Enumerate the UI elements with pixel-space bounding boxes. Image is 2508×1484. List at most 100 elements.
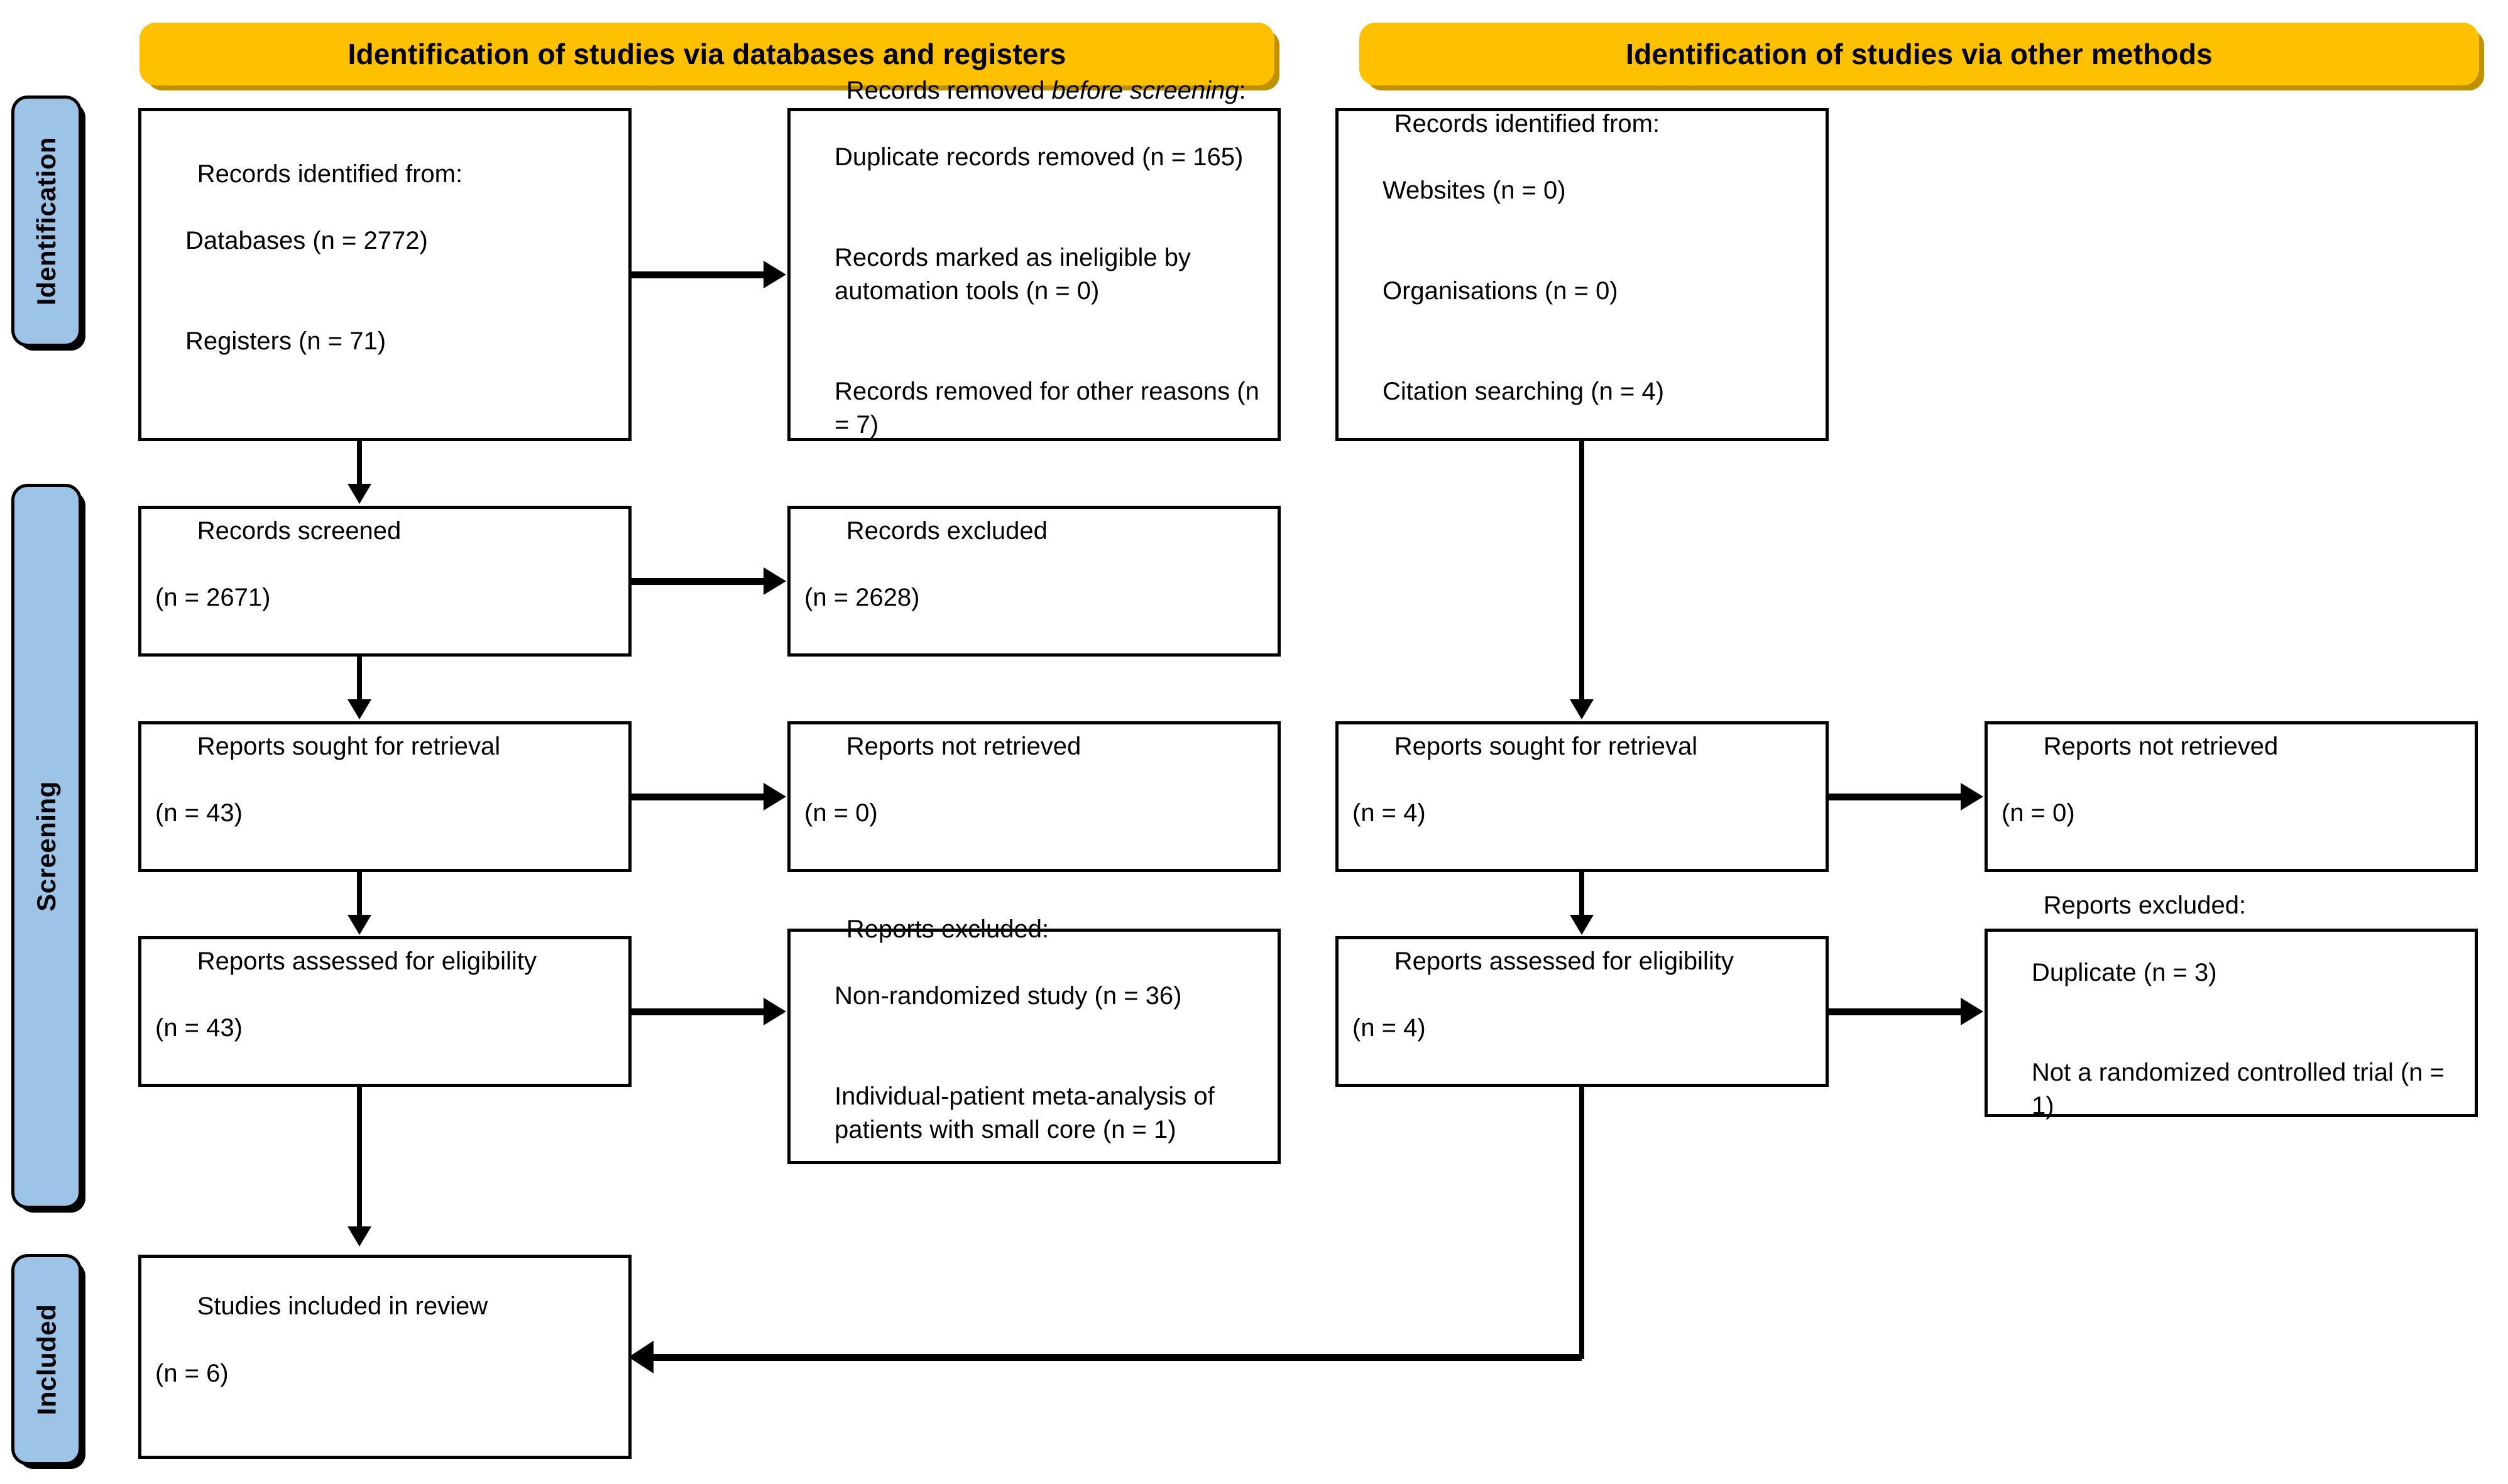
connector-sought-to-assessed-line: [357, 872, 362, 921]
stage-pill-screening: Screening: [11, 484, 82, 1209]
node-records-excluded-text: Records excluded (n = 2628): [804, 481, 1048, 681]
node-records-identified-other: Records identified from: Websites (n = 0…: [1335, 108, 1829, 441]
stage-pill-included: Included: [11, 1254, 82, 1465]
connector-screened-to-sought-line: [357, 657, 362, 706]
node-records-screened: Records screened (n = 2671): [138, 506, 632, 657]
records-identified-db-item-0: Databases (n = 2772): [185, 227, 428, 255]
node-records-identified-other-text: Records identified from: Websites (n = 0…: [1352, 74, 1664, 475]
records-identified-other-item-0: Websites (n = 0): [1383, 177, 1566, 205]
connector-sought-to-notretrieved-line: [632, 794, 764, 800]
stage-pill-identification: Identification: [11, 95, 82, 347]
connector-assessed-to-included-arrow: [348, 1226, 371, 1247]
connector-other-to-included-horizontal: [654, 1354, 1582, 1361]
node-records-identified-databases-text: Records identified from: Databases (n = …: [155, 124, 463, 425]
studies-included-line1: Studies included in review: [197, 1292, 488, 1321]
node-reports-excluded-databases: Reports excluded: Non-randomized study (…: [787, 915, 1281, 1164]
records-excluded-line1: Records excluded: [846, 516, 1048, 545]
reports-assessed-other-line2: (n = 4): [1352, 1014, 1426, 1042]
node-reports-excluded-other: Reports excluded: Duplicate (n = 3) Not …: [1985, 892, 2478, 1120]
connector-sought-to-notretrieved-arrow: [764, 783, 786, 810]
node-reports-sought-databases: Reports sought for retrieval (n = 43): [138, 721, 632, 872]
node-reports-assessed-other: Reports assessed for eligibility (n = 4): [1335, 936, 1829, 1087]
connector-identified-to-screened-arrow: [348, 484, 371, 504]
connector-assessed-other-to-excluded-arrow: [1961, 998, 1983, 1025]
connector-assessed-to-excluded-line: [632, 1008, 764, 1015]
reports-not-retrieved-db-line1: Reports not retrieved: [846, 732, 1082, 760]
banner-other-methods-label: Identification of studies via other meth…: [1626, 37, 2213, 70]
reports-excluded-other-heading: Reports excluded:: [2043, 892, 2247, 920]
records-removed-heading-plain: Records removed: [846, 76, 1052, 104]
connector-sought-to-assessed-arrow: [348, 915, 371, 935]
node-reports-assessed-db-text: Reports assessed for eligibility (n = 43…: [155, 911, 537, 1111]
reports-assessed-db-line2: (n = 43): [155, 1014, 243, 1042]
node-studies-included-text: Studies included in review (n = 6): [155, 1257, 488, 1457]
records-identified-db-heading: Records identified from:: [197, 160, 463, 188]
records-removed-heading-italic: before screening: [1051, 76, 1239, 104]
reports-not-retrieved-db-line2: (n = 0): [804, 799, 878, 827]
node-reports-not-retrieved-other-text: Reports not retrieved (n = 0): [2001, 696, 2278, 897]
connector-assessed-other-to-excluded-line: [1829, 1008, 1961, 1015]
node-records-screened-text: Records screened (n = 2671): [155, 481, 401, 681]
banner-databases-label: Identification of studies via databases …: [348, 37, 1066, 70]
records-removed-item-0: Duplicate records removed (n = 165): [835, 143, 1244, 172]
reports-excluded-db-item-0: Non-randomized study (n = 36): [835, 982, 1182, 1010]
connector-identified-to-screened-line: [357, 441, 362, 490]
connector-identified-to-removed-line: [632, 271, 764, 278]
node-reports-not-retrieved-other: Reports not retrieved (n = 0): [1985, 721, 2478, 872]
connector-sought-other-to-assessed-line: [1579, 872, 1584, 921]
reports-excluded-other-item-1: Not a randomized controlled trial (n = 1…: [2032, 1059, 2452, 1120]
records-screened-line2: (n = 2671): [155, 584, 271, 611]
reports-sought-db-line2: (n = 43): [155, 799, 243, 827]
node-records-removed-text: Records removed before screening: Duplic…: [804, 41, 1264, 509]
connector-assessed-to-excluded-arrow: [764, 998, 786, 1025]
node-reports-sought-db-text: Reports sought for retrieval (n = 43): [155, 696, 500, 897]
stage-label-screening: Screening: [31, 781, 62, 912]
reports-sought-db-line1: Reports sought for retrieval: [197, 732, 501, 760]
node-reports-not-retrieved-db-text: Reports not retrieved (n = 0): [804, 696, 1081, 897]
connector-identified-other-to-sought-line: [1579, 441, 1584, 706]
reports-sought-other-line2: (n = 4): [1352, 799, 1426, 827]
records-identified-db-item-1: Registers (n = 71): [185, 327, 386, 355]
records-identified-other-item-2: Citation searching (n = 4): [1383, 377, 1665, 405]
connector-sought-other-to-notretrieved-line: [1829, 794, 1961, 800]
connector-other-to-included-vertical: [1579, 1087, 1584, 1359]
node-records-identified-databases: Records identified from: Databases (n = …: [138, 108, 632, 441]
records-identified-other-heading: Records identified from:: [1394, 110, 1660, 138]
stage-label-identification: Identification: [31, 136, 61, 306]
stage-label-included: Included: [31, 1304, 61, 1416]
reports-not-retrieved-other-line1: Reports not retrieved: [2043, 732, 2279, 760]
records-identified-other-item-1: Organisations (n = 0): [1383, 277, 1618, 305]
connector-identified-to-removed-arrow: [764, 261, 786, 288]
connector-screened-to-sought-arrow: [348, 699, 371, 719]
connector-identified-other-to-sought-arrow: [1570, 699, 1594, 719]
banner-databases-registers: Identification of studies via databases …: [140, 23, 1274, 85]
node-studies-included: Studies included in review (n = 6): [138, 1255, 632, 1459]
node-reports-assessed-other-text: Reports assessed for eligibility (n = 4): [1352, 911, 1734, 1111]
connector-assessed-to-included-line: [357, 1087, 362, 1233]
reports-sought-other-line1: Reports sought for retrieval: [1394, 732, 1698, 760]
connector-other-to-included-arrow: [628, 1341, 654, 1373]
reports-excluded-other-item-0: Duplicate (n = 3): [2032, 958, 2217, 986]
connector-sought-other-to-assessed-arrow: [1570, 915, 1594, 935]
node-reports-excluded-db-text: Reports excluded: Non-randomized study (…: [804, 880, 1264, 1214]
reports-assessed-db-line1: Reports assessed for eligibility: [197, 947, 537, 975]
banner-other-methods: Identification of studies via other meth…: [1359, 23, 2479, 85]
node-reports-sought-other-text: Reports sought for retrieval (n = 4): [1352, 696, 1697, 897]
connector-screened-to-excluded-arrow: [764, 567, 786, 595]
reports-excluded-db-heading: Reports excluded:: [846, 915, 1049, 943]
records-screened-line1: Records screened: [197, 516, 402, 545]
connector-sought-other-to-notretrieved-arrow: [1961, 783, 1983, 810]
node-reports-excluded-other-text: Reports excluded: Duplicate (n = 3) Not …: [2001, 856, 2461, 1190]
records-excluded-line2: (n = 2628): [804, 584, 920, 611]
studies-included-line2: (n = 6): [155, 1359, 229, 1387]
connector-screened-to-excluded-line: [632, 578, 764, 585]
records-removed-item-1: Records marked as ineligible by automati…: [835, 243, 1198, 305]
node-records-excluded: Records excluded (n = 2628): [787, 506, 1281, 657]
reports-excluded-db-item-1: Individual-patient meta-analysis of pati…: [835, 1082, 1222, 1143]
node-reports-assessed-databases: Reports assessed for eligibility (n = 43…: [138, 936, 632, 1087]
reports-not-retrieved-other-line2: (n = 0): [2001, 799, 2075, 827]
records-removed-heading-colon: :: [1239, 76, 1246, 104]
node-records-removed-before-screening: Records removed before screening: Duplic…: [787, 77, 1281, 441]
records-removed-item-2: Records removed for other reasons (n = 7…: [835, 377, 1266, 439]
